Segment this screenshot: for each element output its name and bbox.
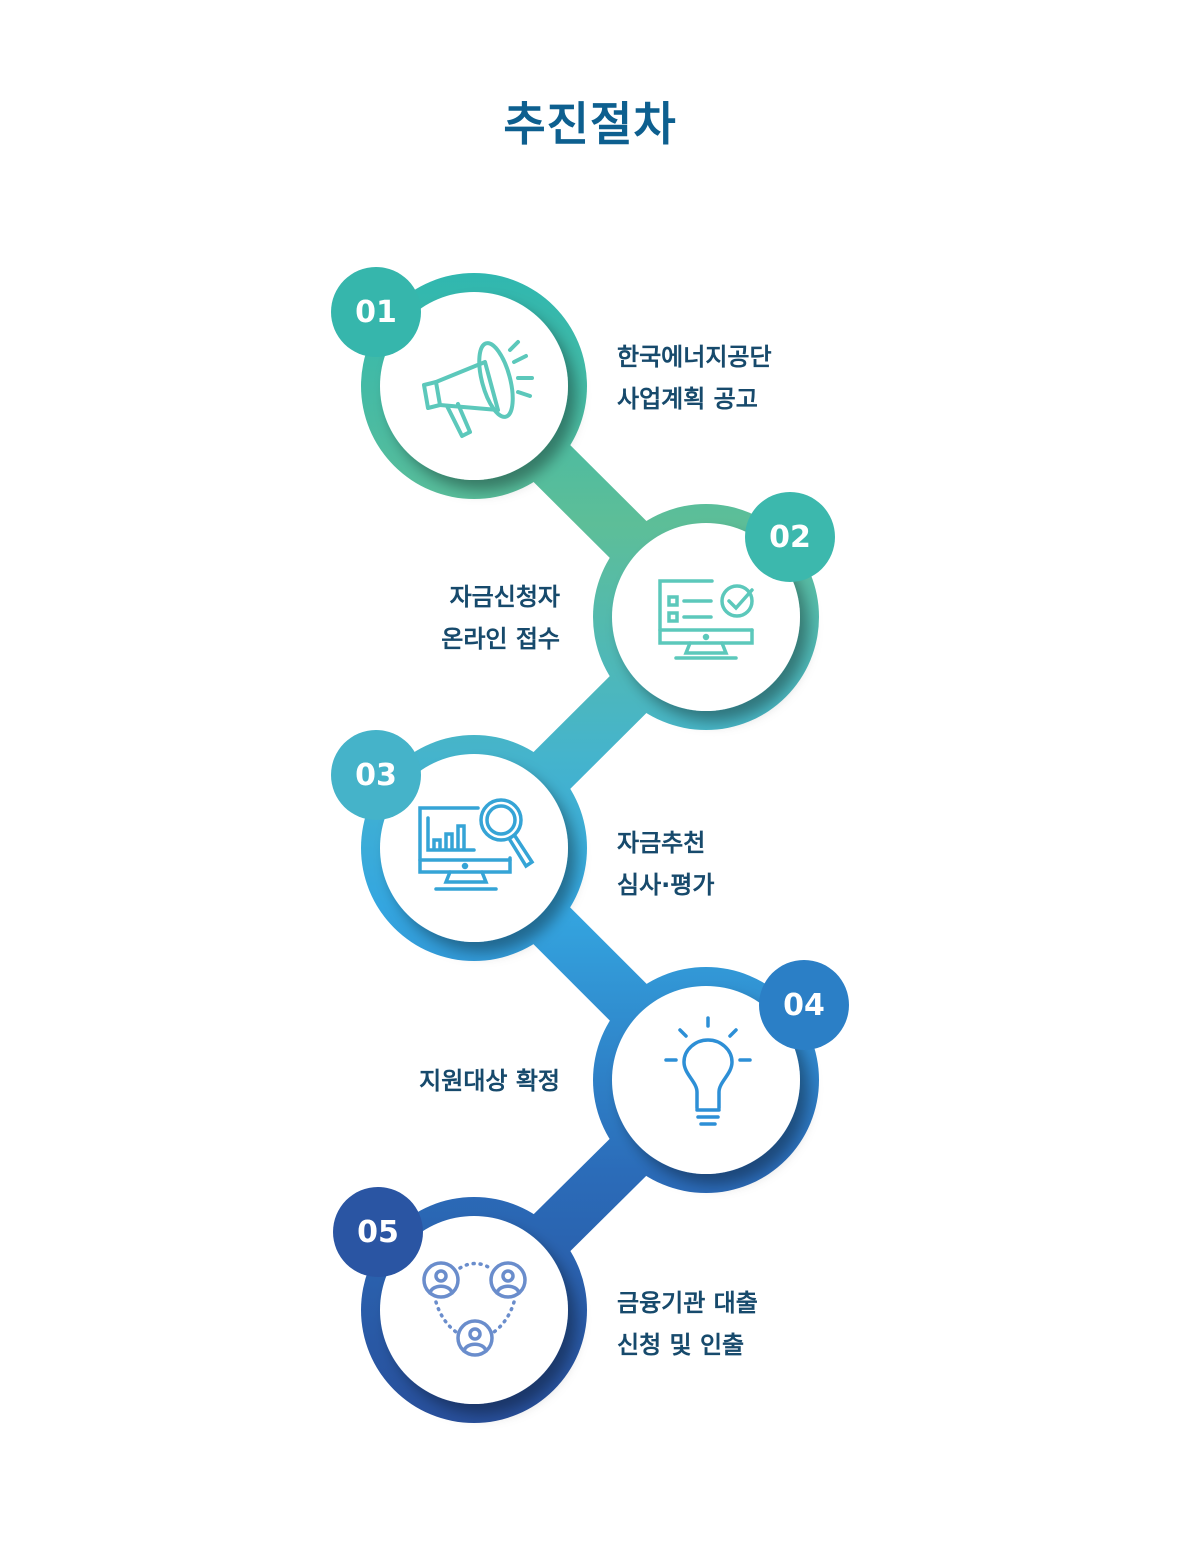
step-badge-5: 05 <box>333 1187 423 1277</box>
step-label-5: 금융기관 대출 신청 및 인출 <box>617 1282 758 1366</box>
step-label-line: 지원대상 확정 <box>419 1067 560 1095</box>
monitor-chart-magnifier-icon <box>418 798 535 891</box>
step-label-line: 한국에너지공단 <box>617 343 772 371</box>
step-label-line: 사업계획 공고 <box>617 385 758 413</box>
step-badge-1: 01 <box>331 267 421 357</box>
step-label-2: 자금신청자 온라인 접수 <box>441 576 560 660</box>
monitor-checklist-icon <box>658 579 754 660</box>
step-label-line: 심사·평가 <box>617 871 715 899</box>
megaphone-icon <box>422 340 534 438</box>
step-badge-2: 02 <box>745 492 835 582</box>
step-badge-3: 03 <box>331 730 421 820</box>
step-label-3: 자금추천 심사·평가 <box>617 822 714 906</box>
step-label-line: 자금신청자 <box>449 583 560 611</box>
lightbulb-icon <box>664 1016 752 1126</box>
people-network-icon <box>422 1261 527 1357</box>
step-label-line: 온라인 접수 <box>441 625 560 653</box>
step-label-line: 자금추천 <box>617 829 706 857</box>
step-label-4: 지원대상 확정 <box>419 1060 560 1102</box>
page-title: 추진절차 <box>503 97 677 151</box>
step-label-line: 신청 및 인출 <box>617 1331 745 1359</box>
step-badge-4: 04 <box>759 960 849 1050</box>
step-label-1: 한국에너지공단 사업계획 공고 <box>617 336 772 420</box>
step-label-line: 금융기관 대출 <box>617 1289 758 1317</box>
